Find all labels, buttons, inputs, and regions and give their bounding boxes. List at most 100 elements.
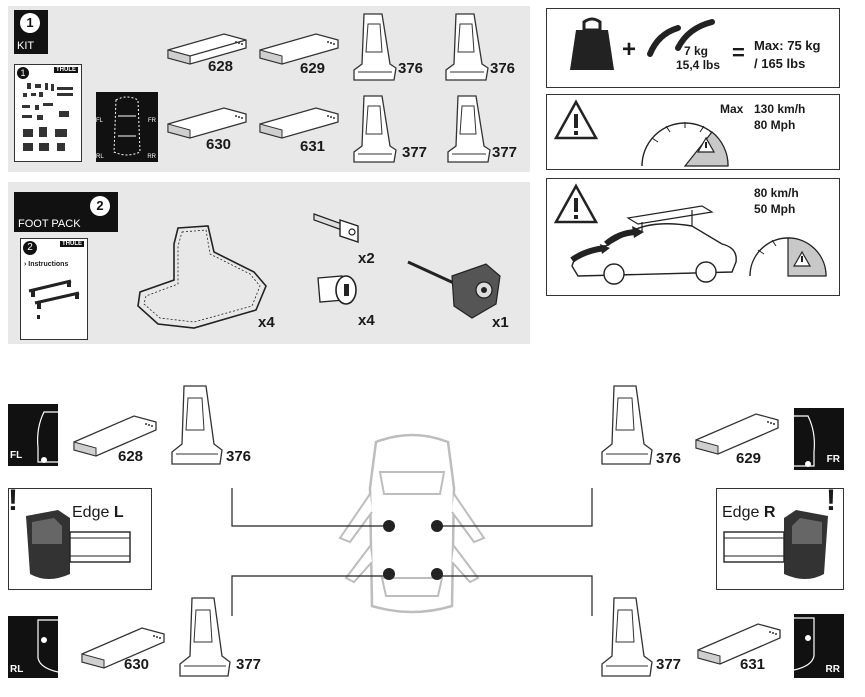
kit-car-position-diagram: FL FR RL RR	[96, 92, 158, 162]
fr-foot-code: 376	[656, 450, 682, 467]
equals-sign: =	[732, 40, 745, 65]
booklet-badge: 2	[23, 241, 37, 255]
rl-pad-code: 630	[124, 656, 150, 673]
foot-icon	[353, 13, 397, 81]
fl-label: FL	[10, 450, 23, 461]
max-load-line1: Max: 75 kg	[754, 38, 821, 53]
pad-icon	[695, 413, 779, 455]
speedometer-icon	[641, 122, 729, 167]
edge-right-warning: !	[826, 484, 836, 517]
part-code-628: 628	[208, 58, 234, 75]
foot-side-profile-icon	[26, 510, 131, 579]
plus-sign: +	[622, 36, 637, 63]
rr-label: RR	[825, 664, 840, 675]
foot-side-profile-icon	[723, 510, 828, 579]
booklet-badge: 1	[17, 67, 29, 79]
edge-left-label: Edge L	[72, 504, 124, 522]
max-speed-label: Max	[720, 102, 744, 116]
kit-instruction-booklet: THULE 1	[14, 64, 82, 162]
part-code-377: 377	[402, 144, 428, 161]
roof-rack-icon	[647, 19, 715, 57]
pad-icon	[73, 415, 157, 457]
foot-pack-title: FOOT PACK	[18, 218, 81, 230]
rl-label: RL	[10, 664, 24, 675]
foot-icon	[171, 385, 223, 465]
warning-triangle-icon	[553, 99, 599, 140]
rr-position-marker: RR	[793, 614, 844, 678]
foot-pack-instruction-booklet: 2 THULE › Instructions	[20, 238, 88, 340]
edge-right-text: Edge	[722, 504, 764, 521]
rr-pad-code: 631	[740, 656, 766, 673]
pad-icon	[167, 107, 247, 139]
diagram-label-fr: FR	[148, 118, 156, 124]
foot-icon	[601, 385, 653, 465]
foot-icon	[353, 95, 397, 163]
kit-panel	[8, 6, 530, 172]
diagram-label-fl: FL	[96, 118, 104, 124]
fl-pad-code: 628	[118, 448, 144, 465]
foot-pack-badge: 2	[90, 196, 110, 216]
edge-left-warning: !	[8, 484, 18, 517]
speedometer-icon	[749, 237, 827, 277]
edge-left-text: Edge	[72, 504, 114, 521]
max-speed-kmh: 130 km/h	[754, 102, 806, 116]
booklet-instructions-text: › Instructions	[24, 261, 69, 268]
car-topview-doors-open-icon	[338, 433, 486, 614]
rubber-pad-icon	[137, 225, 267, 329]
rr-foot-code: 377	[656, 656, 682, 673]
booklet-brand: THULE	[54, 67, 78, 73]
max-load-line2: / 165 lbs	[754, 56, 806, 71]
fl-position-marker: FL	[8, 404, 58, 466]
warning-triangle-icon	[553, 183, 599, 224]
pad-icon	[81, 627, 165, 669]
booklet-parts-illustration-icon	[22, 83, 73, 151]
fr-label: FR	[826, 454, 840, 465]
car-corner-icon	[793, 617, 815, 671]
qty-pad: x4	[258, 314, 275, 331]
fl-foot-code: 376	[226, 448, 252, 465]
weight-lbs: 15,4 lbs	[676, 58, 721, 72]
part-code-629: 629	[300, 60, 326, 77]
wind-speed-kmh: 80 km/h	[754, 186, 799, 200]
kit-badge: 1	[20, 13, 40, 33]
edge-left-side: L	[113, 504, 124, 521]
foot-icon	[601, 597, 653, 677]
edge-right-side: R	[763, 504, 776, 521]
car-corner-icon	[37, 411, 58, 463]
lock-cylinder-icon	[317, 275, 357, 305]
qty-key: x2	[358, 250, 375, 267]
rl-foot-code: 377	[236, 656, 262, 673]
pad-icon	[697, 623, 781, 665]
fr-position-marker: FR	[794, 408, 844, 470]
car-corner-icon	[37, 619, 59, 673]
diagram-label-rr: RR	[147, 154, 156, 160]
key-icon	[313, 213, 359, 243]
diagram-label-rl: RL	[96, 154, 104, 160]
roof-bars-icon	[28, 279, 80, 319]
weight-kg: 7 kg	[684, 44, 709, 58]
edge-right-label: Edge R	[722, 504, 775, 522]
car-with-roof-rack-icon	[570, 205, 737, 285]
wind-speed-mph: 50 Mph	[754, 202, 796, 216]
part-code-630: 630	[206, 136, 232, 153]
car-corner-icon	[794, 415, 815, 467]
rl-position-marker: RL	[8, 616, 59, 678]
foot-pack-header: 2 FOOT PACK	[14, 192, 118, 232]
max-speed-mph: 80 Mph	[754, 118, 796, 132]
foot-icon	[179, 597, 231, 677]
pad-icon	[259, 107, 339, 139]
weight-icon	[570, 17, 614, 70]
pad-icon	[259, 33, 339, 65]
part-code-631: 631	[300, 138, 326, 155]
kit-header: 1 KIT	[14, 10, 48, 54]
car-topview-icon	[113, 96, 141, 156]
part-code-377: 377	[492, 144, 518, 161]
fr-pad-code: 629	[736, 450, 762, 467]
pad-icon	[167, 33, 247, 65]
part-code-376: 376	[490, 60, 516, 77]
part-code-376: 376	[398, 60, 424, 77]
qty-tool: x1	[492, 314, 509, 331]
booklet-brand: THULE	[60, 241, 84, 247]
qty-lock: x4	[358, 312, 375, 329]
